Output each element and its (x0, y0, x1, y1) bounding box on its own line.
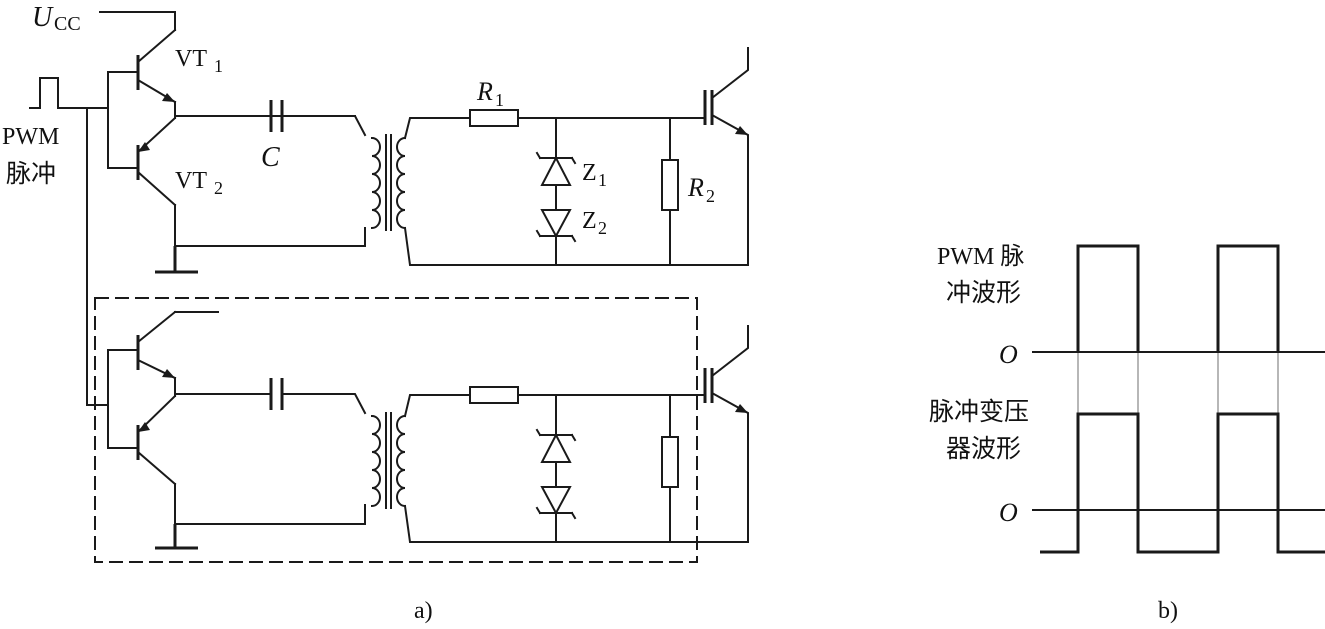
z2-label: Z (582, 208, 597, 234)
z1-subscript: 1 (598, 170, 607, 190)
pwm-pulse-symbol (29, 77, 63, 109)
xfmr-wave-label-2: 器波形 (946, 434, 1021, 463)
vt1-label: VT (175, 46, 207, 72)
caption-b: b) (1158, 598, 1178, 624)
secondary-bottom-wire (403, 226, 749, 266)
z1-label: Z (582, 160, 597, 186)
zener-diodes (535, 117, 577, 266)
pwm-waveform (1076, 244, 1280, 352)
ground-return-wire (174, 204, 366, 247)
ucc-subscript: CC (54, 13, 81, 35)
pulse-transformer-lower (370, 412, 407, 509)
ground-symbol (155, 246, 198, 274)
edge-guide-lines (1077, 352, 1279, 414)
vt2-subscript: 2 (214, 178, 223, 198)
caption-a: a) (414, 598, 433, 624)
vt2-transistor-symbol (136, 116, 177, 207)
capacitor-label: C (261, 142, 280, 173)
pwm-input-label: PWM (2, 124, 59, 150)
xfmr-wave-label-1: 脉冲变压 (929, 397, 1029, 426)
origin-top-label: O (999, 340, 1018, 369)
z2-subscript: 2 (598, 218, 607, 238)
pwm-input-wire (61, 107, 109, 406)
igbt-upper (703, 47, 749, 266)
upper-driver-circuit (29, 11, 749, 406)
pwm-input-label-cn: 脉冲 (6, 159, 56, 188)
vt1-transistor-symbol (136, 28, 177, 104)
waveform-panel (1032, 244, 1325, 554)
ucc-label: U (32, 2, 54, 33)
r1-subscript: 1 (495, 90, 504, 110)
r1-label: R (476, 77, 493, 106)
lower-transistor-lower-stage (136, 394, 177, 486)
vt2-label: VT (175, 168, 207, 194)
pulse-transformer (370, 134, 407, 231)
resistor-r2 (661, 159, 679, 211)
r2-label: R (687, 173, 704, 202)
dashed-enclosure (94, 297, 698, 563)
base-bus-wire (107, 71, 139, 169)
upper-transistor-lower-stage (136, 310, 177, 380)
vt1-subscript: 1 (214, 56, 223, 76)
cap-to-primary-wire (281, 115, 367, 137)
capacitor-lower (269, 378, 284, 410)
igbt-lower (703, 325, 749, 543)
lower-driver-circuit (94, 297, 749, 563)
ucc-supply-line (99, 11, 176, 31)
transformer-waveform (1040, 412, 1325, 554)
r2-subscript: 2 (706, 186, 715, 206)
pwm-wave-label-1: PWM 脉 (937, 243, 1024, 270)
resistor-r1 (469, 109, 519, 127)
pwm-wave-label-2: 冲波形 (946, 278, 1021, 307)
origin-bottom-label: O (999, 498, 1018, 527)
